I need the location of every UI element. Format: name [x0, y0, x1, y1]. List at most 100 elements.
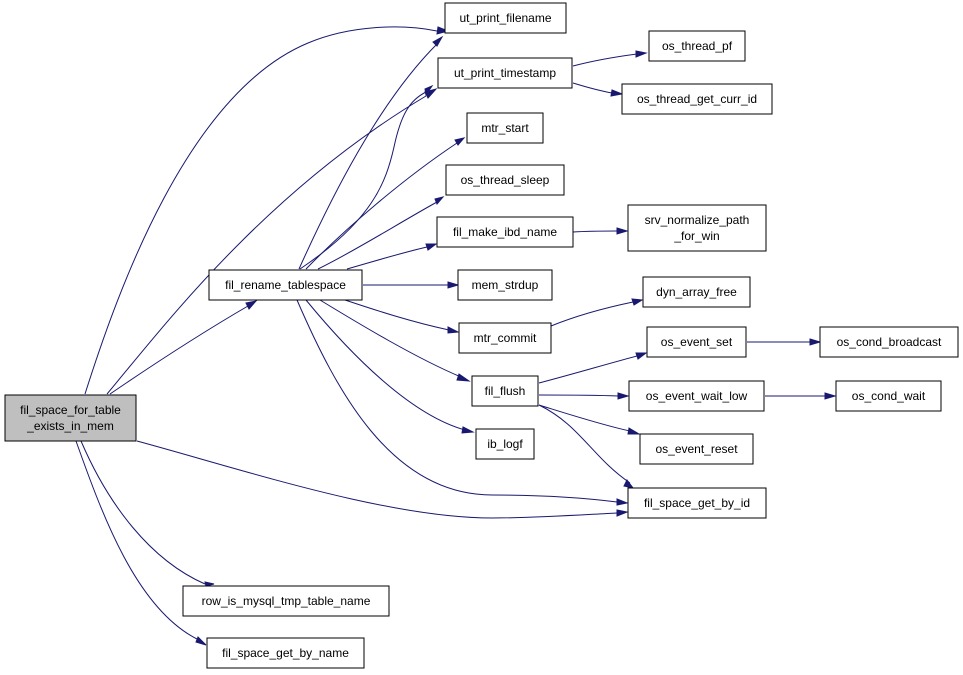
- arrowhead: [610, 89, 624, 97]
- node-box: [206, 637, 365, 669]
- node-box: [628, 380, 765, 412]
- node-box: [627, 204, 767, 252]
- node-os-thread-get-curr-id[interactable]: os_thread_get_curr_id: [621, 83, 773, 115]
- edge-line: [317, 201, 438, 270]
- edge-line: [572, 82, 613, 94]
- node-label: mtr_start: [481, 121, 529, 135]
- node-box: [4, 394, 137, 442]
- node-box: [445, 164, 565, 196]
- edge-fil_rename_tablespace-to-ut_print_timestamp: [299, 84, 434, 270]
- node-os-cond-broadcast[interactable]: os_cond_broadcast: [819, 326, 959, 358]
- node-ib-logf[interactable]: ib_logf: [475, 428, 535, 460]
- edge-line: [344, 299, 450, 331]
- edge-fil_flush-to-os_event_reset: [538, 404, 641, 435]
- node-ut-print-filename[interactable]: ut_print_filename: [444, 2, 567, 34]
- edge-line: [298, 43, 438, 270]
- node-mem-strdup[interactable]: mem_strdup: [457, 269, 553, 301]
- node-srv-normalize-path-for-win[interactable]: srv_normalize_path _for_win: [627, 204, 767, 252]
- node-fil-flush[interactable]: fil_flush: [471, 375, 539, 407]
- node-fil-space-get-by-name[interactable]: fil_space_get_by_name: [206, 637, 365, 669]
- node-os-event-reset[interactable]: os_event_reset: [639, 433, 754, 465]
- edge-ut_print_timestamp-to-os_thread_get_curr_id: [572, 82, 624, 97]
- node-root[interactable]: fil_space_for_table_exists_in_mem: [4, 394, 137, 442]
- node-box: [475, 428, 535, 460]
- arrowhead: [461, 426, 475, 434]
- node-fil-rename-tablespace[interactable]: fil_rename_tablespace: [208, 269, 363, 301]
- arrowhead: [627, 427, 641, 435]
- edge-line: [305, 299, 466, 431]
- edge-line: [136, 440, 618, 519]
- node-label: mtr_commit: [474, 331, 537, 345]
- node-label: fil_space_get_by_name: [222, 646, 349, 660]
- node-os-cond-wait[interactable]: os_cond_wait: [835, 380, 942, 412]
- edge-fil_rename_tablespace-to-fil_flush: [319, 299, 471, 382]
- edge-fil_flush-to-fil_space_get_by_id: [538, 404, 635, 489]
- edge-fil_rename_tablespace-to-ut_print_filename: [298, 35, 444, 270]
- node-box: [458, 322, 552, 354]
- node-os-thread-sleep[interactable]: os_thread_sleep: [445, 164, 565, 196]
- edge-line: [550, 301, 634, 327]
- edge-line: [319, 299, 462, 378]
- edge-line: [75, 440, 198, 640]
- node-mtr-commit[interactable]: mtr_commit: [458, 322, 552, 354]
- node-label: dyn_array_free: [656, 285, 737, 299]
- node-box: [627, 487, 767, 519]
- node-label: _for_win: [673, 229, 719, 243]
- node-label: os_event_set: [661, 335, 733, 349]
- node-label: os_event_wait_low: [646, 389, 748, 403]
- arrowhead: [635, 50, 648, 58]
- node-label: fil_make_ibd_name: [453, 225, 557, 239]
- arrowhead: [456, 373, 471, 382]
- node-label: ut_print_filename: [459, 11, 551, 25]
- edge-line: [346, 246, 428, 270]
- edge-line: [538, 394, 619, 397]
- node-row-is-mysql-tmp-table-name[interactable]: row_is_mysql_tmp_table_name: [182, 585, 390, 617]
- arrowhead: [623, 479, 635, 489]
- edge-mtr_commit-to-dyn_array_free: [550, 298, 644, 327]
- edge-line: [80, 440, 206, 585]
- edge-root-to-fil_rename_tablespace: [109, 300, 258, 395]
- node-fil-make-ibd-name[interactable]: fil_make_ibd_name: [436, 216, 574, 248]
- edge-line: [84, 26, 438, 395]
- arrowhead: [195, 636, 207, 646]
- node-mtr-start[interactable]: mtr_start: [466, 112, 544, 144]
- edge-root-to-row_is_mysql_tmp_table_name: [80, 440, 215, 587]
- edge-root-to-fil_space_get_by_name: [75, 440, 207, 646]
- arrowhead: [447, 281, 460, 289]
- edge-fil_rename_tablespace-to-ib_logf: [305, 299, 475, 434]
- node-box: [444, 2, 567, 34]
- arrowhead: [631, 298, 644, 306]
- arrowhead: [616, 509, 629, 517]
- node-label: os_cond_broadcast: [837, 335, 942, 349]
- edge-line: [296, 299, 618, 503]
- edge-line: [305, 142, 458, 270]
- node-label: fil_flush: [485, 384, 526, 398]
- edge-fil_flush-to-os_event_wait_low: [538, 392, 630, 400]
- edge-fil_make_ibd_name-to-srv_normalize_path_for_win: [572, 227, 629, 235]
- edge-os_event_set-to-os_cond_broadcast: [747, 338, 822, 346]
- node-os-event-wait-low[interactable]: os_event_wait_low: [628, 380, 765, 412]
- edge-line: [109, 305, 249, 395]
- edge-line: [538, 404, 631, 432]
- node-label: srv_normalize_path: [645, 213, 750, 227]
- node-ut-print-timestamp[interactable]: ut_print_timestamp: [437, 57, 573, 89]
- node-label: os_cond_wait: [852, 389, 926, 403]
- node-box: [646, 326, 747, 358]
- node-label: ib_logf: [487, 437, 523, 451]
- node-os-event-set[interactable]: os_event_set: [646, 326, 747, 358]
- node-box: [648, 30, 746, 62]
- edge-fil_rename_tablespace-to-os_thread_sleep: [317, 196, 445, 270]
- arrowhead: [824, 392, 837, 400]
- node-label: _exists_in_mem: [26, 419, 114, 433]
- arrowhead: [616, 498, 629, 506]
- edge-line: [572, 230, 618, 233]
- node-fil-space-get-by-id[interactable]: fil_space_get_by_id: [627, 487, 767, 519]
- node-box: [642, 276, 751, 308]
- node-os-thread-pf[interactable]: os_thread_pf: [648, 30, 746, 62]
- edge-line: [572, 53, 638, 67]
- node-label: os_thread_pf: [662, 39, 733, 53]
- node-dyn-array-free[interactable]: dyn_array_free: [642, 276, 751, 308]
- arrowhead: [425, 243, 438, 251]
- arrowhead: [617, 392, 630, 400]
